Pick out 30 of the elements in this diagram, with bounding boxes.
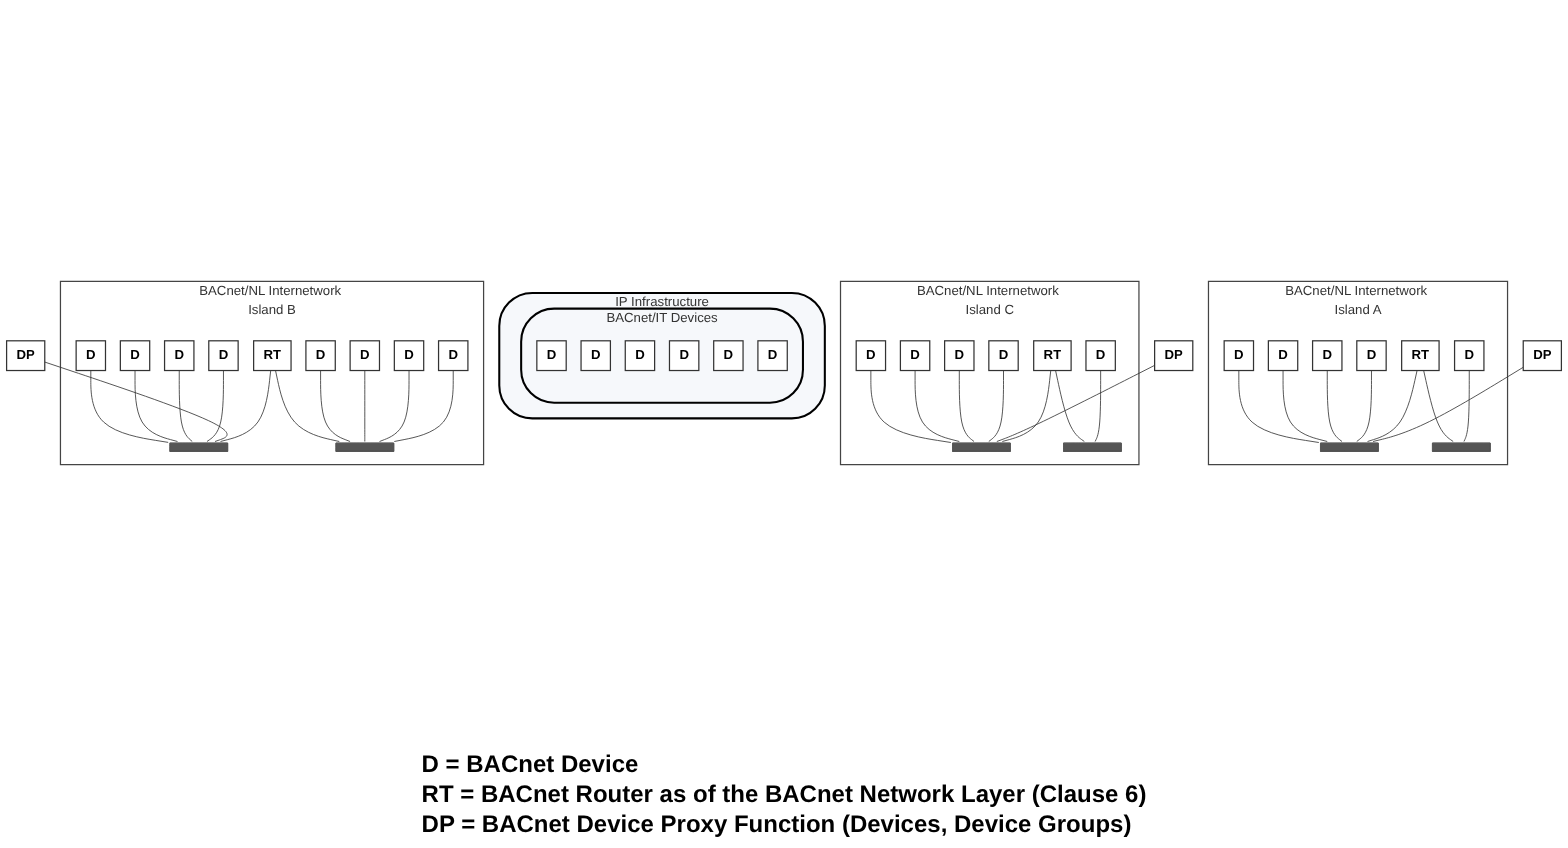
connector [379,370,410,442]
connector [178,370,193,442]
connector [44,361,228,442]
connector [958,370,975,442]
connector [1372,366,1524,442]
connector [364,370,366,442]
connector [206,370,224,442]
connector [1094,370,1102,442]
connector [320,370,351,442]
connector [1055,370,1085,442]
connector [988,370,1004,442]
connector [1001,370,1052,442]
legend-note: RT = BACnet Router as of the BACnet Network Layer (Clause 6) [421,780,1147,810]
connector [220,370,272,442]
connector [914,370,960,442]
connector [1238,370,1320,443]
legend-note: DP = BACnet Device Proxy Function (Devices, Device Groups) [421,810,1132,840]
connector [275,370,340,442]
connector [1356,370,1372,442]
connector [134,370,178,442]
legend-note: D = BACnet Device [421,750,639,780]
connector [870,370,952,443]
connector [1326,370,1343,442]
connector [1423,370,1454,442]
connector [1367,370,1418,442]
connector [1282,370,1328,442]
connector [996,364,1156,442]
connector [1463,370,1470,442]
connector [90,370,169,443]
connector [393,370,454,442]
